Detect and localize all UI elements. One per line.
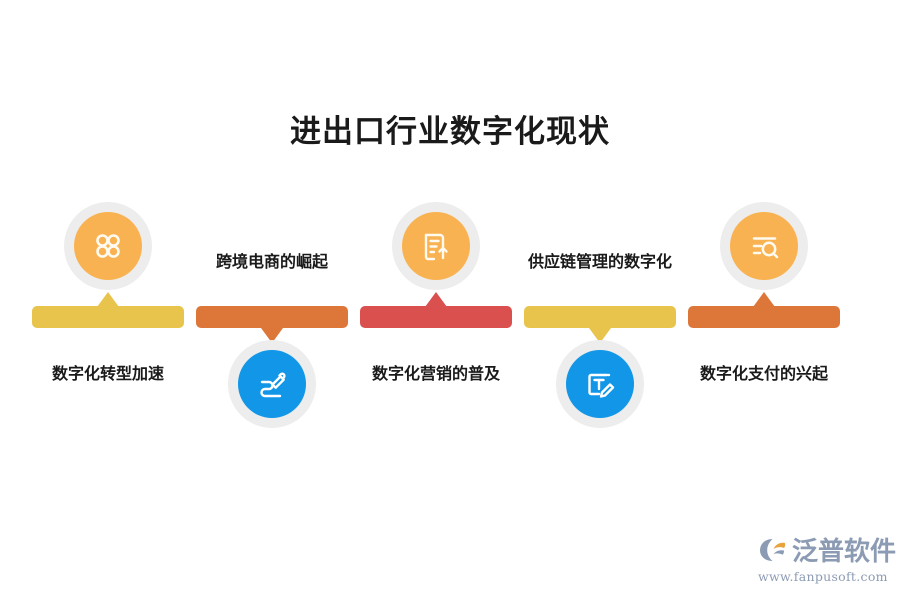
bar-3[interactable]	[360, 306, 512, 328]
pointer-5	[753, 292, 775, 307]
item-label-5: 数字化支付的兴起	[699, 364, 828, 383]
icon-badge-3[interactable]	[392, 202, 480, 290]
document-search-icon	[745, 227, 783, 265]
infographic-item-2: 跨境电商的崛起	[190, 200, 354, 430]
page-title: 进出口行业数字化现状	[290, 114, 610, 150]
logo-row: 泛普软件	[758, 536, 896, 568]
infographic-item-1: 数字化转型加速	[26, 200, 190, 430]
four-dots-icon	[90, 228, 126, 264]
bar-5[interactable]	[688, 306, 840, 328]
infographic-chart: 数字化转型加速 跨境电商的崛起	[20, 200, 880, 430]
icon-badge-5[interactable]	[720, 202, 808, 290]
infographic-item-4: 供应链管理的数字化	[518, 200, 682, 430]
icon-circle-5	[730, 212, 798, 280]
pointer-4	[589, 328, 611, 343]
item-label-2: 跨境电商的崛起	[215, 252, 328, 271]
bar-1[interactable]	[32, 306, 184, 328]
infographic-item-5: 数字化支付的兴起	[682, 200, 846, 430]
infographic-item-3: 数字化营销的普及	[354, 200, 518, 430]
watermark-logo: 泛普软件 www.fanpusoft.com	[758, 536, 896, 590]
fanpu-logo-mark-icon	[758, 536, 788, 568]
text-edit-icon	[582, 366, 618, 402]
icon-circle-1	[74, 212, 142, 280]
icon-badge-2[interactable]	[228, 340, 316, 428]
icon-circle-4	[566, 350, 634, 418]
icon-badge-1[interactable]	[64, 202, 152, 290]
document-upload-icon	[418, 228, 454, 264]
icon-circle-2	[238, 350, 306, 418]
item-label-3: 数字化营销的普及	[371, 364, 500, 383]
pointer-2	[261, 328, 283, 343]
item-label-1: 数字化转型加速	[51, 364, 164, 383]
logo-brand-text: 泛普软件	[792, 537, 897, 567]
logo-url-text: www.fanpusoft.com	[758, 569, 888, 584]
pointer-1	[97, 292, 119, 307]
icon-badge-4[interactable]	[556, 340, 644, 428]
item-label-4: 供应链管理的数字化	[527, 252, 672, 271]
bar-2[interactable]	[196, 306, 348, 328]
icon-circle-3	[402, 212, 470, 280]
pointer-3	[425, 292, 447, 307]
bar-4[interactable]	[524, 306, 676, 328]
sign-pen-icon	[253, 365, 291, 403]
